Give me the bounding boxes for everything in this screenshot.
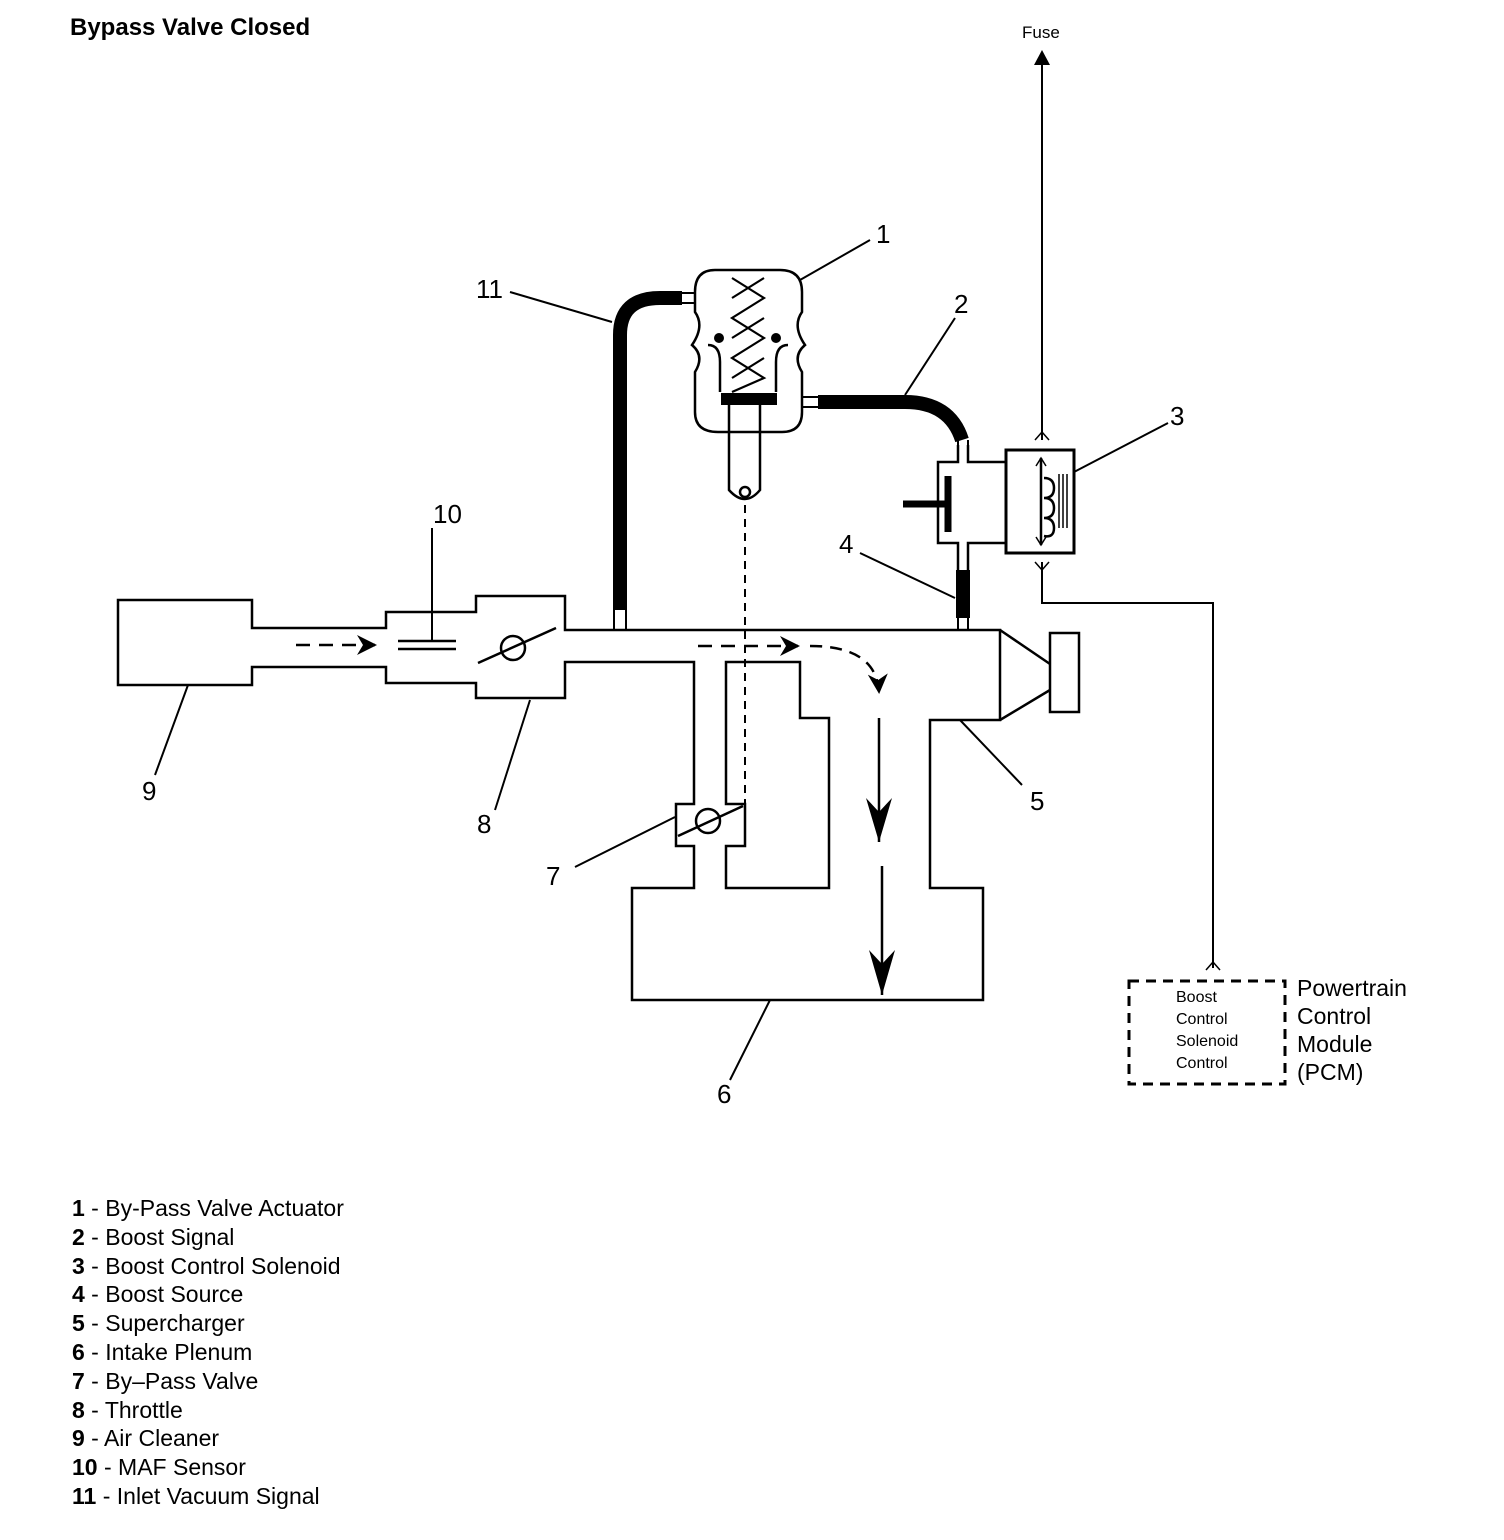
legend-item: 10 - MAF Sensor [72, 1454, 246, 1481]
callout-8: 8 [477, 809, 491, 839]
boost-signal-hose [818, 395, 969, 443]
supercharger-pulley-cone [999, 628, 1051, 722]
throttle-plate [499, 634, 527, 662]
maf-sensor-element [398, 639, 456, 651]
pcm-wire [1041, 562, 1214, 968]
legend: 1 - By-Pass Valve Actuator 2 - Boost Sig… [72, 1194, 344, 1511]
pcm-box-line-1: Boost [1176, 989, 1217, 1006]
callout-4: 4 [839, 529, 853, 559]
legend-item: 9 - Air Cleaner [72, 1425, 220, 1452]
legend-item: 1 - By-Pass Valve Actuator [72, 1195, 344, 1221]
pcm-name-line-3: Module [1297, 1031, 1372, 1057]
diagram-title: Bypass Valve Closed [70, 14, 311, 41]
air-cleaner [116, 594, 1002, 1002]
legend-item: 5 - Supercharger [72, 1310, 245, 1337]
pcm-name-line-4: (PCM) [1297, 1059, 1363, 1085]
pcm-name-line-2: Control [1297, 1003, 1371, 1029]
legend-item: 4 - Boost Source [72, 1281, 244, 1308]
legend-item: 11 - Inlet Vacuum Signal [72, 1482, 320, 1509]
bypass-passage [724, 660, 831, 890]
pcm-box-line-4: Control [1176, 1055, 1228, 1072]
legend-item: 3 - Boost Control Solenoid [72, 1252, 341, 1279]
fuse-label: Fuse [1022, 23, 1060, 42]
callout-9: 9 [142, 776, 156, 806]
bypass-valve-plate [694, 807, 722, 835]
legend-item: 8 - Throttle [72, 1396, 183, 1423]
leader-lines [154, 239, 1169, 1081]
legend-item: 2 - Boost Signal [72, 1223, 235, 1250]
callout-3: 3 [1170, 401, 1184, 431]
pcm-box [1127, 979, 1287, 1086]
callout-1: 1 [876, 219, 890, 249]
callout-10: 10 [433, 499, 462, 529]
callout-7: 7 [546, 861, 560, 891]
bypass-valve-actuator [690, 268, 807, 434]
supercharger-pulley [1048, 631, 1081, 714]
callout-5: 5 [1030, 786, 1044, 816]
callout-2: 2 [954, 289, 968, 319]
legend-item: 7 - By–Pass Valve [72, 1367, 259, 1394]
flow-arrow-curve [809, 644, 888, 694]
inlet-vacuum-hose [613, 291, 682, 610]
callout-11: 11 [476, 274, 503, 304]
solenoid-coil [1039, 458, 1056, 545]
pcm-name-line-1: Powertrain [1297, 975, 1407, 1001]
actuator-spring [729, 277, 767, 394]
boost-control-solenoid [1004, 448, 1076, 555]
pcm-box-line-2: Control [1176, 1011, 1228, 1028]
legend-item: 6 - Intake Plenum [72, 1338, 253, 1365]
actuator-rod [727, 405, 762, 501]
pcm-box-line-3: Solenoid [1176, 1033, 1238, 1050]
callout-6: 6 [717, 1079, 731, 1109]
